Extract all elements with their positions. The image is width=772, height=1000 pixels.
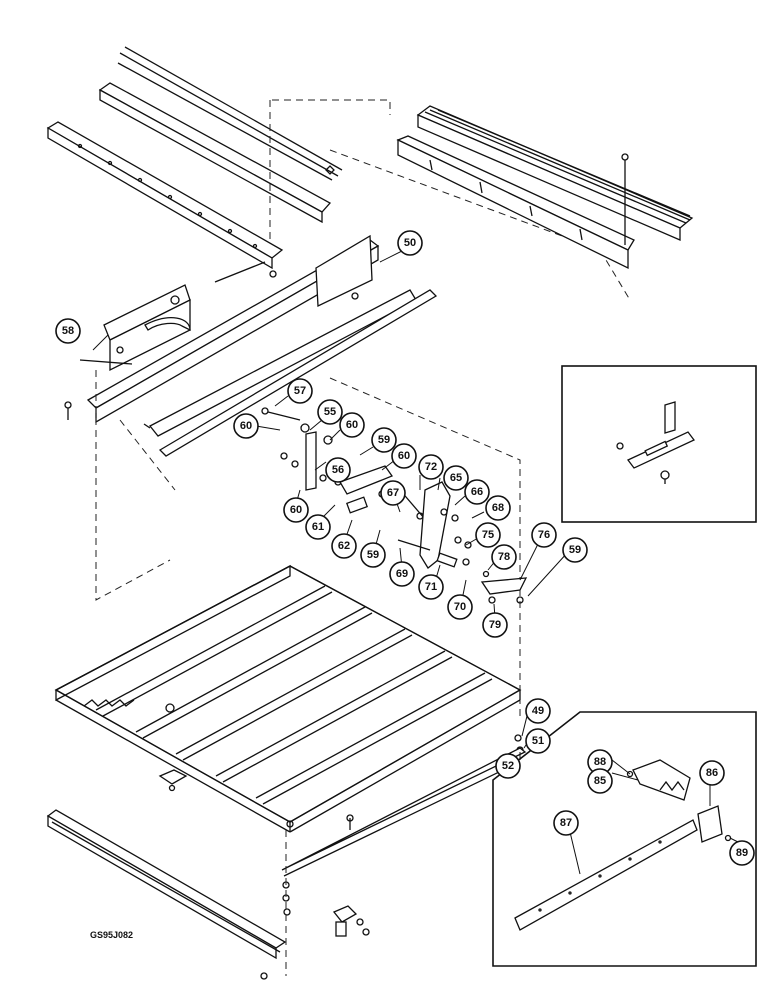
svg-text:68: 68 bbox=[492, 502, 504, 514]
callout-60-a: 60 bbox=[233, 413, 259, 439]
svg-text:60: 60 bbox=[290, 504, 302, 516]
callout-67: 67 bbox=[380, 480, 406, 506]
callout-89: 89 bbox=[729, 840, 755, 866]
svg-text:60: 60 bbox=[398, 450, 410, 462]
svg-text:57: 57 bbox=[294, 385, 306, 397]
top-rail-assembly bbox=[46, 46, 343, 283]
svg-text:89: 89 bbox=[736, 847, 748, 859]
svg-text:59: 59 bbox=[367, 549, 379, 561]
callout-60-b: 60 bbox=[339, 412, 365, 438]
callout-55: 55 bbox=[317, 399, 343, 425]
callout-50: 50 bbox=[397, 230, 423, 256]
callout-75: 75 bbox=[475, 522, 501, 548]
svg-text:50: 50 bbox=[404, 237, 416, 249]
svg-text:87: 87 bbox=[560, 817, 572, 829]
link-assembly bbox=[261, 407, 528, 604]
svg-text:66: 66 bbox=[471, 486, 483, 498]
svg-text:76: 76 bbox=[538, 529, 550, 541]
callout-51: 51 bbox=[525, 728, 551, 754]
callout-78: 78 bbox=[491, 544, 517, 570]
callout-59-a: 59 bbox=[371, 427, 397, 453]
svg-text:60: 60 bbox=[240, 420, 252, 432]
svg-text:55: 55 bbox=[324, 406, 336, 418]
callout-61: 61 bbox=[305, 514, 331, 540]
detail-inset-box bbox=[561, 365, 757, 523]
callout-86: 86 bbox=[699, 760, 725, 786]
svg-text:75: 75 bbox=[482, 529, 494, 541]
figure-code: GS95J082 bbox=[90, 930, 133, 940]
svg-text:69: 69 bbox=[396, 568, 408, 580]
callout-56: 56 bbox=[325, 457, 351, 483]
callout-65: 65 bbox=[443, 465, 469, 491]
svg-text:60: 60 bbox=[346, 419, 358, 431]
callout-66: 66 bbox=[464, 479, 490, 505]
callout-76: 76 bbox=[531, 522, 557, 548]
callout-59-b: 59 bbox=[360, 542, 386, 568]
callout-60-c: 60 bbox=[391, 443, 417, 469]
callout-79: 79 bbox=[482, 612, 508, 638]
callout-88: 88 bbox=[587, 749, 613, 775]
svg-text:51: 51 bbox=[532, 735, 544, 747]
callout-52: 52 bbox=[495, 753, 521, 779]
svg-text:79: 79 bbox=[489, 619, 501, 631]
svg-text:85: 85 bbox=[594, 775, 606, 787]
callout-59-c: 59 bbox=[562, 537, 588, 563]
callout-60-d: 60 bbox=[283, 497, 309, 523]
callout-68: 68 bbox=[485, 495, 511, 521]
svg-text:59: 59 bbox=[378, 434, 390, 446]
callout-58: 58 bbox=[55, 318, 81, 344]
svg-text:52: 52 bbox=[502, 760, 514, 772]
main-side-rail bbox=[64, 234, 438, 457]
svg-text:62: 62 bbox=[338, 540, 350, 552]
callout-57: 57 bbox=[287, 378, 313, 404]
top-right-panel bbox=[396, 105, 694, 270]
svg-text:70: 70 bbox=[454, 601, 466, 613]
lower-right-inset bbox=[492, 711, 757, 967]
svg-text:67: 67 bbox=[387, 487, 399, 499]
svg-text:78: 78 bbox=[498, 551, 510, 563]
svg-text:65: 65 bbox=[450, 472, 462, 484]
callout-71: 71 bbox=[418, 574, 444, 600]
svg-text:49: 49 bbox=[532, 705, 544, 717]
callout-69: 69 bbox=[389, 561, 415, 587]
svg-text:86: 86 bbox=[706, 767, 718, 779]
svg-text:88: 88 bbox=[594, 756, 606, 768]
svg-text:58: 58 bbox=[62, 325, 74, 337]
callout-72: 72 bbox=[418, 454, 444, 480]
leader-lines bbox=[92, 246, 739, 875]
svg-text:61: 61 bbox=[312, 521, 324, 533]
callout-49: 49 bbox=[525, 698, 551, 724]
svg-text:56: 56 bbox=[332, 464, 344, 476]
svg-text:72: 72 bbox=[425, 461, 437, 473]
callout-87: 87 bbox=[553, 810, 579, 836]
callout-85: 85 bbox=[587, 768, 613, 794]
svg-text:71: 71 bbox=[425, 581, 437, 593]
main-frame bbox=[54, 564, 524, 833]
svg-text:59: 59 bbox=[569, 544, 581, 556]
callout-70: 70 bbox=[447, 594, 473, 620]
lower-rails bbox=[46, 747, 529, 980]
callout-62: 62 bbox=[331, 533, 357, 559]
